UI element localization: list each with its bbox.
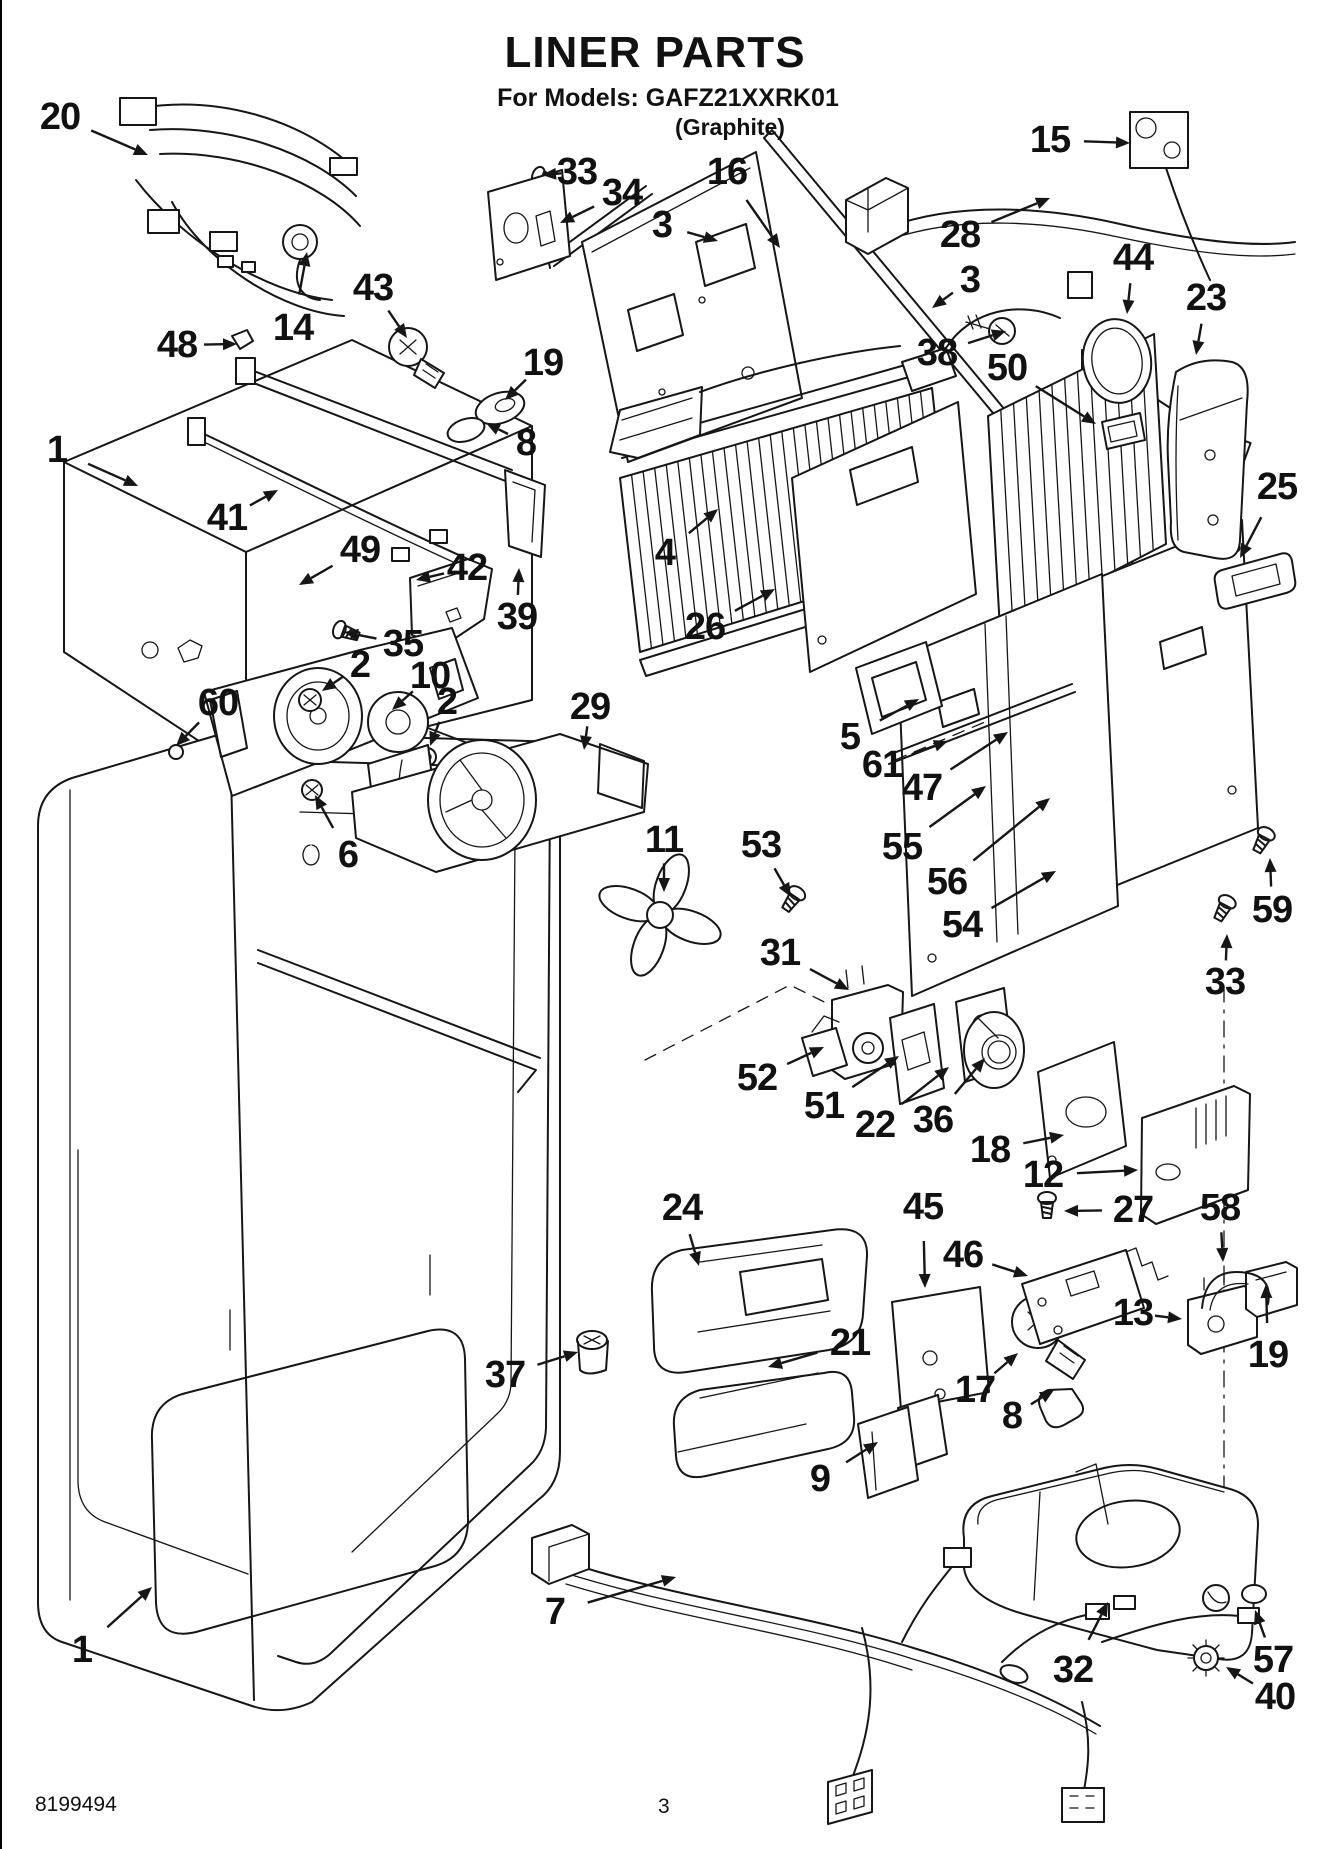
callout-label-2: 2 (436, 681, 458, 723)
callout-label-58: 58 (1199, 1187, 1241, 1229)
callout-label-61: 61 (861, 744, 903, 786)
callout-label-6: 6 (337, 834, 359, 876)
callout-label-31: 31 (759, 932, 801, 974)
fan-assembly-sketch (168, 558, 986, 1061)
callout-label-38: 38 (916, 332, 958, 374)
harness-7-sketch (531, 1524, 1260, 1825)
callout-label-19: 19 (522, 342, 564, 384)
models-subtitle: For Models: GAFZ21XXRK01 (497, 84, 839, 112)
panel-34-sketch (487, 169, 571, 281)
callout-label-33: 33 (1204, 961, 1246, 1003)
callout-label-27: 27 (1112, 1189, 1154, 1231)
air-duct-sketch (576, 1191, 1298, 1499)
page-title: LINER PARTS (504, 28, 806, 77)
callout-label-57: 57 (1252, 1639, 1294, 1681)
callout-label-1: 1 (46, 429, 68, 471)
callout-label-19: 19 (1247, 1334, 1289, 1376)
callout-label-2: 2 (349, 644, 371, 686)
page-number: 3 (658, 1795, 670, 1818)
callout-label-16: 16 (706, 151, 748, 193)
callout-label-36: 36 (912, 1099, 954, 1141)
right-panels-sketch (791, 314, 1297, 1641)
finish-subtitle: (Graphite) (675, 114, 785, 140)
callout-label-13: 13 (1112, 1292, 1154, 1334)
callout-label-18: 18 (969, 1129, 1011, 1171)
callout-label-3: 3 (959, 259, 981, 301)
callout-label-39: 39 (496, 596, 538, 638)
harness-20-sketch (119, 97, 361, 350)
callout-label-42: 42 (446, 547, 488, 589)
drain-pan-sketch (962, 1463, 1267, 1677)
callout-label-28: 28 (939, 214, 981, 256)
callout-label-20: 20 (39, 96, 81, 138)
callout-label-17: 17 (954, 1369, 996, 1411)
liner-cabinet-sketch (37, 731, 561, 1712)
callout-label-5: 5 (839, 716, 861, 758)
callout-label-15: 15 (1029, 119, 1071, 161)
callout-label-51: 51 (803, 1085, 845, 1127)
callout-label-47: 47 (901, 767, 943, 809)
callout-label-8: 8 (1001, 1395, 1023, 1437)
callout-label-1: 1 (71, 1629, 93, 1671)
callout-label-49: 49 (339, 529, 381, 571)
page-scan-edge (0, 0, 2, 1849)
callout-label-60: 60 (197, 682, 239, 724)
callout-label-46: 46 (942, 1234, 984, 1276)
callout-label-9: 9 (809, 1458, 831, 1500)
callout-label-52: 52 (736, 1057, 778, 1099)
callout-label-29: 29 (569, 686, 611, 728)
callout-label-35: 35 (382, 623, 424, 665)
callout-label-23: 23 (1185, 277, 1227, 319)
callout-label-37: 37 (484, 1354, 526, 1396)
callout-label-56: 56 (926, 861, 968, 903)
callout-label-10: 10 (409, 655, 451, 697)
callout-label-26: 26 (684, 606, 726, 648)
callout-label-40: 40 (1254, 1676, 1296, 1718)
callout-label-7: 7 (544, 1591, 566, 1633)
callout-label-48: 48 (156, 324, 198, 366)
callout-label-11: 11 (644, 819, 684, 861)
callout-label-8: 8 (515, 422, 537, 464)
callout-label-12: 12 (1022, 1154, 1064, 1196)
callout-label-53: 53 (740, 824, 782, 866)
callout-label-3: 3 (651, 204, 673, 246)
callout-label-22: 22 (854, 1104, 896, 1146)
callout-label-25: 25 (1256, 466, 1298, 508)
callout-label-59: 59 (1251, 889, 1293, 931)
callout-label-55: 55 (881, 826, 923, 868)
callout-label-54: 54 (941, 904, 983, 946)
callout-label-41: 41 (206, 497, 248, 539)
callout-label-43: 43 (352, 267, 394, 309)
callout-label-45: 45 (902, 1186, 944, 1228)
callout-label-4: 4 (654, 532, 676, 574)
callout-label-34: 34 (601, 172, 643, 214)
thermostat-cluster-sketch (777, 882, 1251, 1225)
document-number: 8199494 (35, 1793, 117, 1816)
callout-label-24: 24 (661, 1187, 703, 1229)
back-panel-16-sketch (547, 129, 1161, 605)
callout-label-21: 21 (829, 1322, 871, 1364)
callout-label-32: 32 (1052, 1649, 1094, 1691)
callout-label-14: 14 (272, 307, 314, 349)
callout-label-44: 44 (1112, 237, 1154, 279)
callout-label-33: 33 (556, 151, 598, 193)
callout-label-50: 50 (986, 347, 1028, 389)
